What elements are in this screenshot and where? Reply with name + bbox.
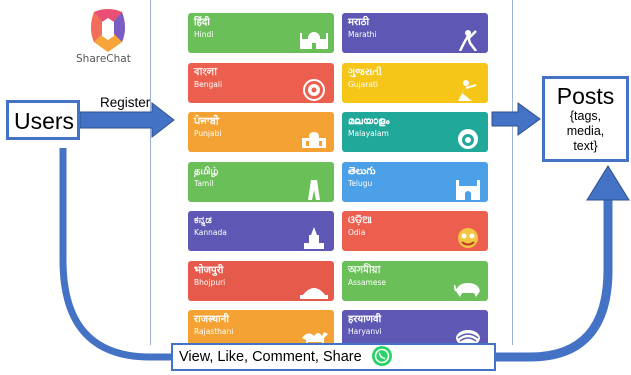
language-english-name: Marathi	[348, 30, 377, 39]
language-english-name: Bhojpuri	[194, 277, 226, 287]
posts-text: text}	[573, 139, 598, 153]
interaction-box: View, Like, Comment, Share	[171, 343, 496, 371]
language-english-name: Hindi	[194, 30, 214, 39]
dancer-icon	[458, 79, 477, 101]
language-native-name: తెలుగు	[348, 165, 376, 177]
register-label: Register	[100, 95, 151, 110]
language-native-name: हरयाणवी	[348, 314, 382, 325]
users-label: Users	[14, 108, 75, 134]
language-native-name: ಕನ್ನಡ	[194, 215, 212, 226]
language-native-name: भोजपुरी	[194, 264, 224, 276]
post-arrow	[491, 102, 541, 136]
language-tile-hindi[interactable]: हिंदी Hindi	[188, 13, 334, 53]
language-native-name: हिंदी	[194, 17, 210, 28]
kathakali-icon	[458, 129, 478, 149]
language-tile-punjabi[interactable]: ਪੰਜਾਬੀ Punjabi	[188, 112, 334, 152]
camel-icon	[302, 332, 328, 348]
language-english-name: Malayalam	[348, 129, 389, 138]
posts-title: Posts	[556, 83, 615, 109]
monument-icon	[304, 227, 324, 249]
language-english-name: Bengali	[194, 79, 223, 89]
language-english-name: Tamil	[194, 178, 214, 188]
language-native-name: राजस्थानी	[194, 314, 229, 325]
stupa-icon	[300, 287, 328, 299]
turban-icon	[456, 330, 480, 346]
taj-mahal-icon	[300, 32, 328, 49]
language-tile-telugu[interactable]: తెలుగుTelugu	[342, 161, 488, 202]
language-english-name: Kannada	[194, 228, 227, 237]
phone-right-edge	[512, 0, 513, 345]
posts-media: media,	[566, 124, 605, 138]
interaction-label: View, Like, Comment, Share	[179, 349, 362, 365]
language-native-name: தமிழ்	[194, 165, 219, 177]
language-english-name: Punjabi	[194, 129, 222, 138]
mask-icon	[458, 228, 478, 248]
language-tile-assamese[interactable]: অসমীয়াAssamese	[342, 260, 488, 301]
phone-left-edge	[150, 0, 151, 345]
warrior-icon	[458, 30, 477, 51]
charminar-icon	[456, 179, 480, 200]
language-english-name: Rajasthani	[194, 327, 234, 336]
right-curve-head	[586, 165, 630, 201]
register-arrow	[79, 101, 175, 139]
language-tile-marathi[interactable]: मराठी Marathi	[342, 13, 488, 53]
posts-box: Posts {tags, media, text}	[542, 76, 629, 162]
left-curve	[59, 148, 171, 361]
temple-gate-icon	[308, 179, 320, 200]
golden-temple-icon	[302, 132, 326, 148]
durga-icon	[303, 78, 325, 101]
logo-label: ShareChat	[76, 53, 131, 65]
language-tile-bengali[interactable]: বাংলাBengali	[188, 62, 334, 103]
language-tile-malayalam[interactable]: മലയാളം Malayalam	[342, 112, 488, 152]
language-tile-kannada[interactable]: ಕನ್ನಡ Kannada	[188, 211, 334, 251]
rhino-icon	[454, 282, 480, 297]
language-tile-gujarati[interactable]: ગુજરાતીGujarati	[342, 62, 488, 103]
language-native-name: മലയാളം	[348, 116, 390, 127]
language-native-name: ਪੰਜਾਬੀ	[194, 116, 220, 127]
language-english-name: Odia	[348, 228, 366, 237]
language-native-name: অসমীয়া	[348, 264, 381, 276]
language-english-name: Assamese	[348, 277, 386, 287]
language-native-name: বাংলা	[194, 66, 218, 78]
right-curve	[496, 200, 613, 362]
language-native-name: ગુજરાતી	[348, 66, 382, 78]
users-box: Users	[6, 100, 80, 140]
sharechat-logo-icon	[91, 9, 125, 52]
language-native-name: मराठी	[348, 17, 370, 28]
language-tile-tamil[interactable]: தமிழ்Tamil	[188, 161, 334, 202]
language-tile-bhojpuri[interactable]: भोजपुरीBhojpuri	[188, 260, 334, 301]
posts-tags: {tags,	[569, 109, 602, 123]
language-english-name: Gujarati	[348, 79, 378, 89]
language-english-name: Telugu	[348, 178, 373, 188]
language-english-name: Haryanvi	[348, 327, 382, 336]
language-native-name: ଓଡ଼ିଆ	[348, 215, 372, 226]
language-tile-odia[interactable]: ଓଡ଼ିଆ Odia	[342, 211, 488, 251]
whatsapp-icon	[372, 346, 392, 366]
